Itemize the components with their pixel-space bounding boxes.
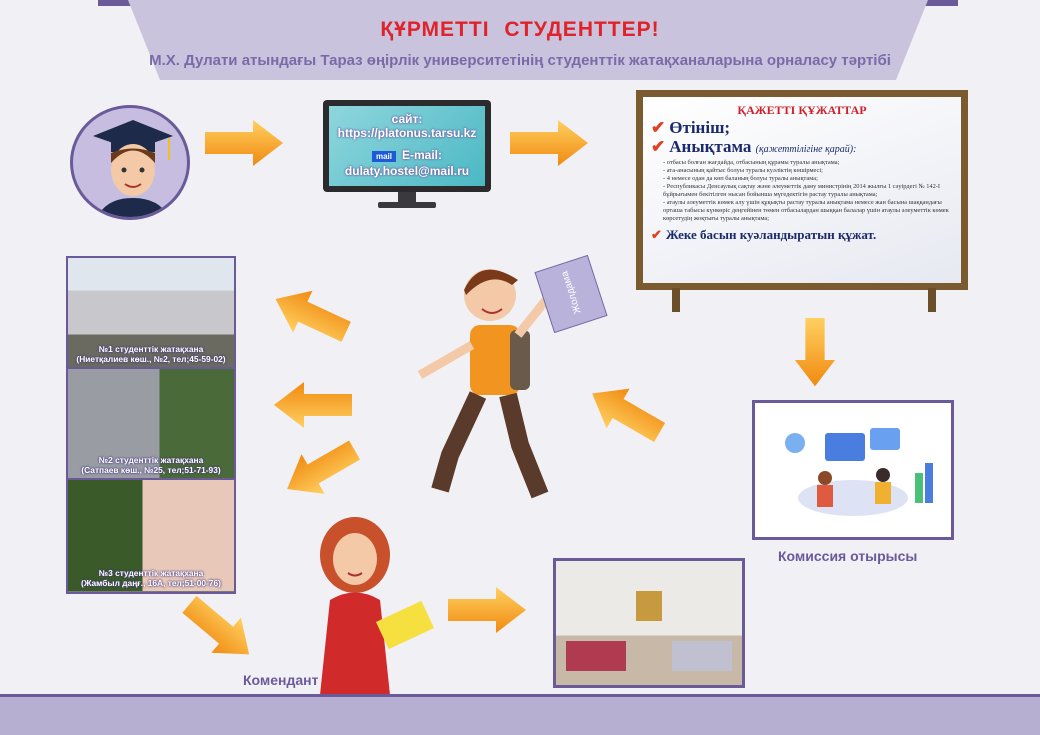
board-title: ҚАЖЕТТІ ҚҰЖАТТАР (737, 103, 867, 117)
dorm-2-photo: №2 студенттік жатақхана(Сатпаев көш., №2… (68, 369, 234, 480)
footer-bar (0, 694, 1040, 735)
graduate-avatar (70, 105, 190, 220)
dorm-2-address: (Сатпаев көш., №25, тел;51-71-93) (81, 465, 221, 475)
doc-subitem: - Республикасы Денсаулық сақтау және әле… (663, 183, 941, 198)
monitor: сайт: https://platonus.tarsu.kz mail E-ma… (323, 100, 491, 192)
site-link[interactable]: https://platonus.tarsu.kz (337, 126, 477, 140)
doc-certificate: Анықтама (669, 137, 752, 156)
referral-label: Жолдама (559, 269, 584, 315)
dorm-1-name: №1 студенттік жатақхана (98, 344, 204, 354)
dorm-photos: №1 студенттік жатақхана(Ниетқалиев көш.,… (66, 256, 236, 594)
dorm-1-photo: №1 студенттік жатақхана(Ниетқалиев көш.,… (68, 258, 234, 369)
arrow-left-icon (274, 382, 352, 428)
dorm-3-name: №3 студенттік жатақхана (98, 568, 204, 578)
monitor-screen: сайт: https://platonus.tarsu.kz mail E-ma… (329, 106, 485, 186)
doc-subitem: - 4 немесе одан да көп баланың болуы тур… (663, 175, 818, 182)
board-leg (928, 288, 936, 312)
page-title: ҚҰРМЕТТІ СТУДЕНТТЕР! (380, 18, 660, 41)
arrow-right-icon (448, 587, 526, 633)
dorm-1-address: (Ниетқалиев көш., №2, тел;45-59-02) (76, 354, 226, 364)
student-figure (400, 255, 600, 505)
dorm-2-name: №2 студенттік жатақхана (98, 455, 204, 465)
doc-subitem: - ата-анасының қайтыс болуы туралы куәлі… (663, 167, 823, 174)
email-link[interactable]: dulaty.hostel@mail.ru (344, 164, 470, 178)
doc-subitem: - отбасы болған жағдайда, отбасының құра… (663, 159, 840, 166)
board-leg (672, 288, 680, 312)
commandant-label: Комендант (243, 672, 319, 688)
commission-label: Комиссия отырысы (778, 548, 918, 564)
mail-badge: mail (371, 151, 396, 162)
arrow-left-icon (275, 290, 351, 342)
doc-subitem: - атаулы әлеуметтік көмек алу үшін құқық… (663, 199, 949, 222)
site-label: сайт: (391, 112, 423, 126)
arrow-right-icon (510, 120, 588, 166)
doc-application: Өтініш; (669, 118, 731, 137)
doc-certificate-note: (қажеттілігіне қарай): (755, 144, 857, 155)
header-banner (128, 0, 928, 80)
dorm-3-photo: №3 студенттік жатақхана(Жамбыл даңғ., 16… (68, 480, 234, 591)
check-icon: ✔ (651, 137, 666, 156)
email-label: E-mail: (402, 148, 443, 162)
arrow-down-icon (794, 318, 836, 387)
monitor-base (378, 202, 436, 208)
dorm-room-photo (553, 558, 745, 688)
arrow-right-icon (205, 120, 283, 166)
check-icon: ✔ (651, 118, 666, 137)
arrow-icon (182, 595, 250, 655)
arrow-left-icon (287, 440, 361, 494)
documents-board: ҚАЖЕТТІ ҚҰЖАТТАР ✔Өтініш; ✔Анықтама (қаж… (636, 90, 968, 290)
page-subtitle: М.Х. Дулати атындағы Тараз өңірлік униве… (149, 52, 891, 69)
commission-image (752, 400, 954, 540)
doc-id: Жеке басын куәландыратын құжат. (665, 227, 877, 242)
monitor-stand (398, 192, 416, 204)
dorm-3-address: (Жамбыл даңғ., 16А, тел;51-00-76) (81, 578, 221, 588)
commandant-figure (300, 515, 450, 695)
arrow-icon (592, 388, 666, 443)
check-icon: ✔ (651, 227, 662, 242)
